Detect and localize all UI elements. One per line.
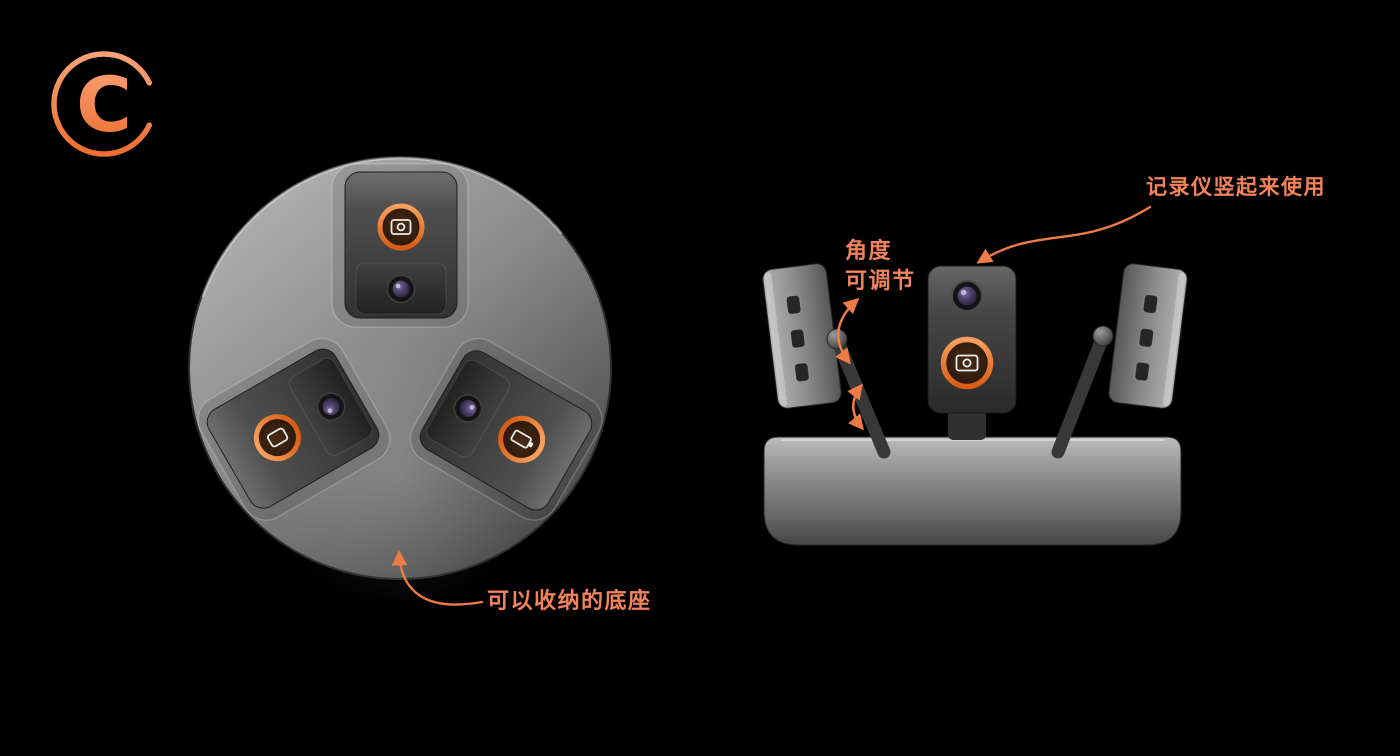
left-device-slots <box>785 294 810 383</box>
center-recorder <box>927 265 1017 414</box>
left-device-edge-highlight <box>764 272 787 407</box>
camera-lens <box>957 286 977 306</box>
camcorder-icon <box>390 219 412 235</box>
orange-ring <box>253 414 301 462</box>
lens-glint <box>960 289 967 296</box>
angle-tilt-arrow <box>847 383 864 431</box>
camcorder-icon <box>955 354 979 372</box>
left-support-arm <box>831 335 891 459</box>
docked-recorder-lower-left <box>197 337 391 521</box>
annotations: 记录仪竖起来使用 角度 可调节 可以收纳的底座 <box>391 175 1326 614</box>
side-recorder-right <box>1108 263 1188 409</box>
right-support-arm <box>1051 332 1109 459</box>
standup-leader-arrow <box>976 205 1152 264</box>
orange-ring <box>498 415 546 463</box>
brand-logo: C <box>51 51 153 157</box>
lens-glint <box>395 283 401 289</box>
camera-lens <box>322 398 340 416</box>
right-device-edge-highlight <box>1163 272 1186 407</box>
docked-recorder-top <box>331 163 469 328</box>
annotation-angle-line1: 角度 <box>845 238 892 264</box>
docked-recorder-lower-right <box>409 337 603 521</box>
lens-glint <box>327 408 333 414</box>
lens-glint <box>469 404 475 410</box>
orange-ring <box>377 203 425 251</box>
annotation-angle-line2: 可调节 <box>845 269 916 294</box>
left-ball-joint <box>826 328 848 350</box>
right-ball-joint <box>1092 325 1114 347</box>
side-view-illustration <box>762 263 1188 546</box>
dock-base-side-view <box>763 436 1182 546</box>
battery-icon <box>510 429 534 449</box>
camera-lens <box>392 280 410 298</box>
orange-ring <box>940 336 994 390</box>
side-recorder-left <box>762 263 842 409</box>
logo-letter: C <box>76 60 132 149</box>
smartphone-icon <box>266 427 289 448</box>
logo-ring <box>51 51 153 157</box>
angle-rotate-arrow <box>835 297 860 365</box>
right-device-slots <box>1134 294 1159 382</box>
base-leader-arrow <box>391 549 484 606</box>
top-view-illustration <box>188 156 612 609</box>
annotation-base: 可以收纳的底座 <box>487 588 652 614</box>
annotation-standup: 记录仪竖起来使用 <box>1146 175 1326 199</box>
camera-lens <box>459 399 477 417</box>
dock-rim-highlight <box>201 156 563 298</box>
